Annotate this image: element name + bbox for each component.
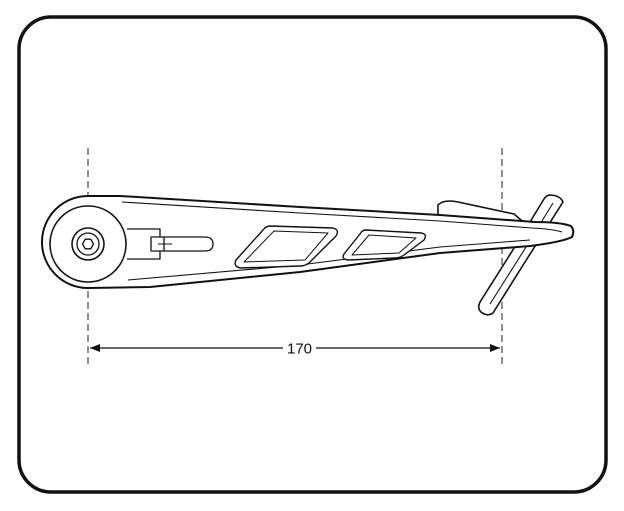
right-arrowhead — [490, 344, 500, 352]
arm-upper-edge — [121, 201, 563, 233]
dimension-label: 170 — [287, 341, 312, 358]
dimension-line — [90, 344, 500, 352]
arm-cutouts — [234, 225, 427, 269]
hex-socket-icon — [81, 238, 95, 250]
clamp-detail — [127, 228, 214, 260]
spindle-bolt — [49, 205, 127, 283]
left-arrowhead — [90, 344, 100, 352]
